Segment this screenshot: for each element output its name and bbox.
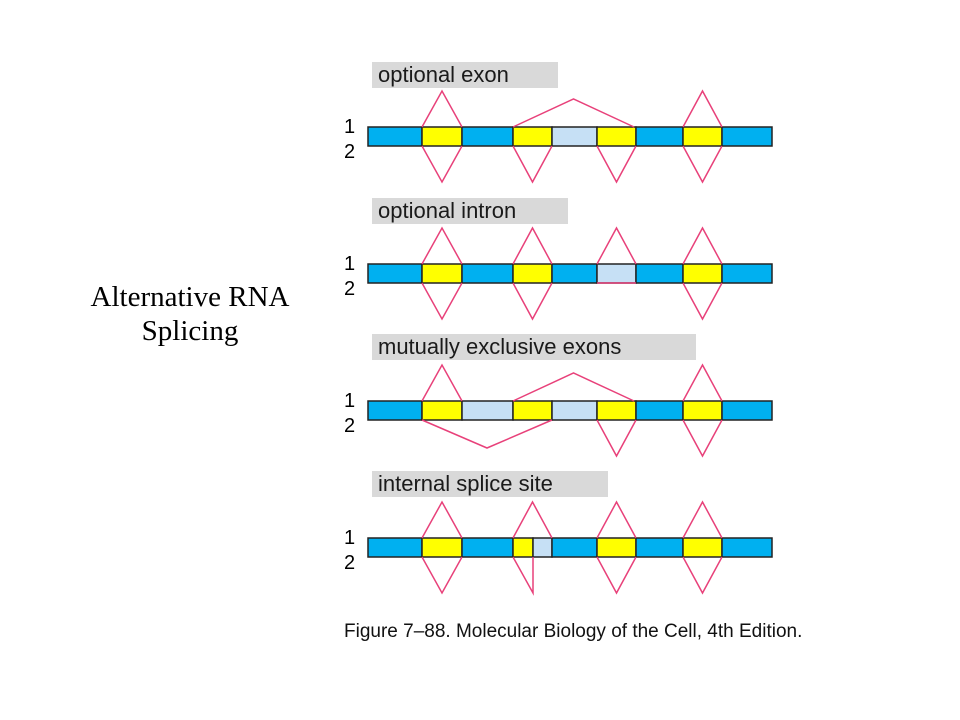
- row-number-2: 2: [344, 415, 355, 437]
- slide-title-line-1: Alternative RNA: [90, 281, 290, 313]
- exon-segment: [512, 537, 534, 558]
- intron-segment: [721, 537, 773, 558]
- splice-line-row-2: [682, 556, 723, 595]
- exon-segment: [682, 537, 723, 558]
- intron-segment: [461, 126, 514, 147]
- intron-segment: [551, 263, 598, 284]
- splice-line-row-2: [421, 419, 553, 449]
- exon-segment: [421, 126, 463, 147]
- splice-line-row-1: [682, 226, 723, 265]
- alt_region-segment: [596, 263, 637, 284]
- row-number-2: 2: [344, 141, 355, 163]
- intron-segment: [721, 126, 773, 147]
- splice-line-row-1: [512, 372, 635, 402]
- splice-line-row-2: [512, 145, 553, 184]
- splice-line-row-1: [596, 500, 637, 539]
- panel-label-background: [372, 471, 608, 497]
- splice-line-row-2: [682, 145, 723, 184]
- intron-segment: [721, 400, 773, 421]
- panel-1: optional exon 1 2: [344, 62, 773, 184]
- splice-line-row-1: [596, 226, 637, 265]
- row-number-1: 1: [344, 527, 355, 549]
- panel-2: optional intron 1 2: [344, 198, 773, 321]
- splice-line-row-1: [682, 500, 723, 539]
- exon-segment: [596, 537, 637, 558]
- splice-line-row-2: [421, 145, 463, 184]
- exon-segment: [512, 263, 553, 284]
- intron-segment: [635, 126, 684, 147]
- exon-segment: [682, 263, 723, 284]
- splice-line-row-1: [512, 226, 553, 265]
- panel-label: internal splice site: [378, 471, 553, 496]
- slide-title-line-2: Splicing: [141, 315, 239, 347]
- exon-segment: [596, 126, 637, 147]
- intron-segment: [367, 263, 423, 284]
- splice-line-row-1: [512, 98, 635, 128]
- splice-line-row-2: [596, 145, 637, 184]
- row-number-2: 2: [344, 552, 355, 574]
- panel-label-background: [372, 62, 558, 88]
- row-number-2: 2: [344, 278, 355, 300]
- panel-label: mutually exclusive exons: [378, 334, 621, 359]
- exon-segment: [596, 400, 637, 421]
- figure-caption: Figure 7–88. Molecular Biology of the Ce…: [344, 621, 802, 642]
- splice-line-row-1: [421, 89, 463, 128]
- panel-label: optional intron: [378, 198, 516, 223]
- splice-line-row-2: [596, 556, 637, 595]
- splice-line-row-2: [682, 282, 723, 321]
- splice-line-row-2: [421, 556, 463, 595]
- panel-3: mutually exclusive exons 1 2: [344, 334, 773, 458]
- splice-line-row-1: [682, 363, 723, 402]
- panel-4: internal splice site 1 2: [344, 471, 773, 596]
- splice-line-row-2: [512, 282, 553, 321]
- exon-segment: [682, 400, 723, 421]
- intron-segment: [721, 263, 773, 284]
- splice-line-row-2: [596, 419, 637, 458]
- splice-line-row-1: [421, 363, 463, 402]
- intron-segment: [367, 126, 423, 147]
- row-number-1: 1: [344, 116, 355, 138]
- splice-line-row-1: [421, 500, 463, 539]
- exon-segment: [421, 263, 463, 284]
- alt_region-segment: [551, 126, 598, 147]
- alt_region-segment: [532, 537, 553, 558]
- splice-line-row-1: [512, 500, 553, 539]
- exon-segment: [421, 537, 463, 558]
- exon-segment: [512, 126, 553, 147]
- intron-segment: [367, 537, 423, 558]
- splice-line-row-2: [512, 556, 534, 596]
- panel-label: optional exon: [378, 62, 509, 87]
- exon-segment: [421, 400, 463, 421]
- splice-line-row-1: [421, 226, 463, 265]
- intron-segment: [551, 537, 598, 558]
- alt_region-segment: [551, 400, 598, 421]
- slide-title: Alternative RNA Splicing: [40, 280, 340, 348]
- intron-segment: [635, 263, 684, 284]
- splice-line-row-2: [421, 282, 463, 321]
- panel-label-background: [372, 334, 696, 360]
- exon-segment: [682, 126, 723, 147]
- exon-segment: [512, 400, 553, 421]
- panel-label-background: [372, 198, 568, 224]
- intron-segment: [461, 537, 514, 558]
- alt_region-segment: [461, 400, 514, 421]
- intron-segment: [461, 263, 514, 284]
- row-number-1: 1: [344, 390, 355, 412]
- intron-segment: [367, 400, 423, 421]
- intron-segment: [635, 537, 684, 558]
- splice-line-row-2: [682, 419, 723, 458]
- splice-line-row-1: [682, 89, 723, 128]
- row-number-1: 1: [344, 253, 355, 275]
- intron-segment: [635, 400, 684, 421]
